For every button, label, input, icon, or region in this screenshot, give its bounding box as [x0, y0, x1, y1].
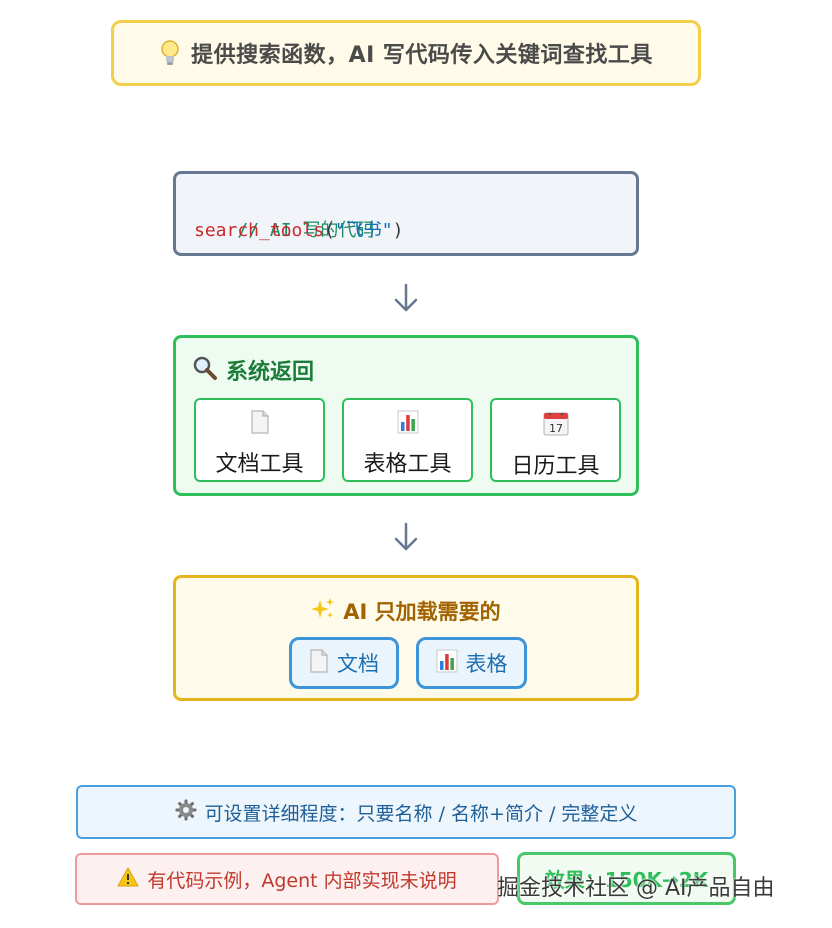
tool-card-document: 文档工具: [194, 398, 325, 482]
calendar-day: 17: [549, 422, 563, 435]
tool-card-calendar: 17 日历工具: [490, 398, 621, 482]
detail-level-text: 可设置详细程度：只要名称 / 名称+简介 / 完整定义: [204, 802, 638, 825]
code-block: // AI 写的代码 search_tools("飞书"): [173, 171, 639, 256]
sparkles-icon: [311, 597, 335, 625]
watermark: 掘金技术社区 @ AI产品自由: [497, 876, 775, 901]
loaded-item-spreadsheet: 表格: [416, 637, 527, 689]
code-close-paren: ): [392, 220, 404, 241]
tool-label: 文档工具: [215, 452, 304, 477]
gear-icon: [175, 799, 197, 825]
code-open-paren: (: [324, 220, 335, 241]
loaded-item-label: 表格: [465, 652, 508, 676]
code-comment: // AI 写的代码: [237, 220, 375, 241]
arrow-down-icon: [386, 281, 426, 317]
system-return-header: 系统返回: [192, 354, 314, 386]
detail-level-note: 可设置详细程度：只要名称 / 名称+简介 / 完整定义: [76, 785, 736, 839]
document-icon: [309, 649, 329, 677]
loaded-item-label: 文档: [337, 652, 379, 676]
ai-load-title: AI 只加载需要的: [343, 600, 501, 624]
ai-load-panel: AI 只加载需要的 文档 表格: [173, 575, 639, 701]
arrow-down-icon: [386, 520, 426, 556]
effect-badge: 效果：150K→2K: [517, 852, 736, 905]
loaded-item-document: 文档: [289, 637, 399, 689]
code-comment-line: // AI 写的代码: [194, 189, 636, 241]
code-function-name: search_tools: [194, 220, 325, 241]
warning-note: 有代码示例，Agent 内部实现未说明: [75, 853, 499, 905]
lightbulb-icon: [159, 39, 181, 67]
tool-label: 表格工具: [363, 452, 452, 477]
calendar-icon: 17: [543, 410, 569, 440]
tool-label: 日历工具: [511, 454, 600, 479]
title-text: 提供搜索函数，AI 写代码传入关键词查找工具: [191, 43, 653, 68]
bar-chart-icon: [397, 410, 419, 438]
system-return-panel: 系统返回 文档工具 表格工具: [173, 335, 639, 496]
document-icon: [250, 410, 270, 438]
system-return-title: 系统返回: [226, 360, 315, 385]
effect-text: 效果：150K→2K: [544, 868, 709, 892]
ai-load-header: AI 只加载需要的: [176, 596, 636, 626]
warning-text: 有代码示例，Agent 内部实现未说明: [147, 869, 457, 892]
warning-icon: [117, 867, 139, 891]
title-banner: 提供搜索函数，AI 写代码传入关键词查找工具: [111, 20, 701, 86]
magnifier-icon: [192, 355, 218, 385]
tool-card-spreadsheet: 表格工具: [342, 398, 473, 482]
bar-chart-icon: [436, 649, 458, 677]
code-argument: "飞书": [334, 220, 393, 241]
code-call-line: search_tools("飞书"): [194, 217, 636, 245]
